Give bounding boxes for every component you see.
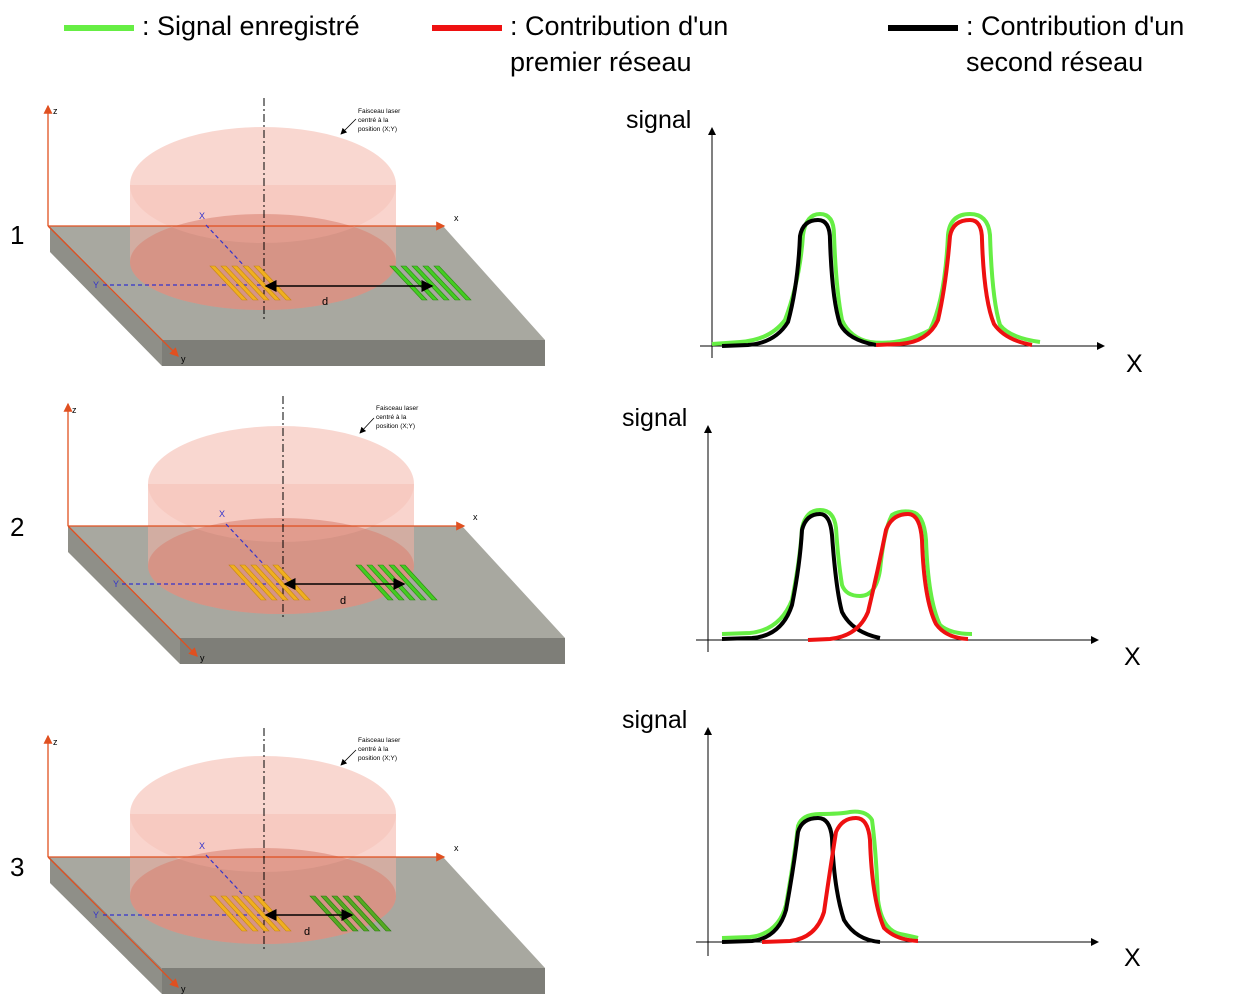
axes: [63, 402, 466, 657]
legend-first-network: : Contribution d'un premier réseau: [432, 8, 728, 80]
projection-lines: [103, 854, 263, 916]
legend-label-recorded: : Signal enregistré: [142, 11, 360, 41]
grating-yellow: [228, 564, 311, 601]
row-number-3: 3: [10, 852, 25, 882]
beam-note-pointer: [340, 749, 357, 766]
legend-label-second-network: : Contribution d'un second réseau: [966, 11, 1185, 77]
axis-x-label: x: [454, 213, 459, 223]
distance-label: d: [340, 595, 346, 607]
axis-z-label: z: [53, 106, 58, 116]
curve-second-network: [721, 218, 877, 348]
point-y-label: Y: [113, 579, 119, 589]
curve-first-network: [807, 512, 969, 642]
svg-text:position (X;Y): position (X;Y): [376, 423, 415, 430]
axis-y-label: y: [200, 653, 205, 663]
svg-text:centré à la: centré à la: [358, 117, 389, 124]
curve-second-network: [721, 512, 881, 641]
axis-x-label: x: [473, 512, 478, 522]
point-y-label: Y: [93, 910, 99, 920]
legend-second-network: : Contribution d'un second réseau: [888, 8, 1184, 80]
axis-z-label: z: [53, 737, 58, 747]
point-x-label: X: [219, 509, 225, 519]
svg-text:Faisceau laser: Faisceau laser: [358, 737, 401, 744]
curve-first-network: [761, 816, 919, 944]
distance-label: d: [304, 926, 310, 938]
legend-label-first-network: : Contribution d'un premier réseau: [510, 11, 729, 77]
plot-x-label: X: [1126, 350, 1143, 378]
distance-label: d: [322, 296, 328, 308]
svg-text:centré à la: centré à la: [358, 746, 389, 753]
row-number-2: 2: [10, 512, 25, 542]
axes: [43, 734, 446, 988]
projection-lines: [122, 523, 283, 585]
beam-note: Faisceau laser centré à la position (X;Y…: [376, 405, 419, 430]
svg-text:centré à la: centré à la: [376, 414, 407, 421]
svg-text:Faisceau laser: Faisceau laser: [376, 405, 419, 412]
legend-swatch-black: [888, 25, 958, 31]
scene-1: d z x y X Y Faisceau laser centré à la p…: [43, 98, 545, 366]
scene-2: d z x y X Y Faisceau laser centré à la p…: [63, 396, 565, 664]
plot-x-label: X: [1124, 643, 1141, 671]
curve-recorded: [711, 212, 1041, 346]
beam-note-pointer: [359, 417, 375, 434]
plot-y-label: signal: [622, 706, 687, 734]
projection-lines: [103, 224, 263, 286]
axes: [43, 104, 446, 357]
curve-second-network: [721, 816, 881, 944]
curve-first-network: [875, 218, 1033, 347]
beam-note: Faisceau laser centré à la position (X;Y…: [358, 737, 401, 762]
axis-x-label: x: [454, 843, 459, 853]
point-y-label: Y: [93, 280, 99, 290]
legend-swatch-red: [432, 25, 502, 31]
row-number-1: 1: [10, 220, 25, 250]
plot-y-label: signal: [622, 404, 687, 432]
plot-y-label: signal: [626, 106, 691, 134]
signal-plot-2: signal X: [622, 404, 1141, 671]
signal-plot-3: signal X: [622, 706, 1141, 972]
signal-plot-1: signal X: [626, 106, 1143, 378]
point-x-label: X: [199, 841, 205, 851]
axis-y-label: y: [181, 984, 186, 994]
axis-z-label: z: [72, 405, 77, 415]
svg-text:Faisceau laser: Faisceau laser: [358, 108, 401, 115]
beam-note-pointer: [340, 118, 357, 135]
plot-x-label: X: [1124, 944, 1141, 972]
grating-yellow: [209, 895, 292, 932]
legend-swatch-green: [64, 25, 134, 31]
scene-3: d z x y X Y Faisceau laser centré à la p…: [43, 728, 545, 994]
svg-text:position (X;Y): position (X;Y): [358, 755, 397, 762]
legend-recorded-signal: : Signal enregistré: [64, 8, 360, 44]
point-x-label: X: [199, 211, 205, 221]
svg-text:position (X;Y): position (X;Y): [358, 126, 397, 133]
laser-beam: [148, 426, 414, 614]
axis-y-label: y: [181, 354, 186, 364]
beam-note: Faisceau laser centré à la position (X;Y…: [358, 108, 401, 133]
